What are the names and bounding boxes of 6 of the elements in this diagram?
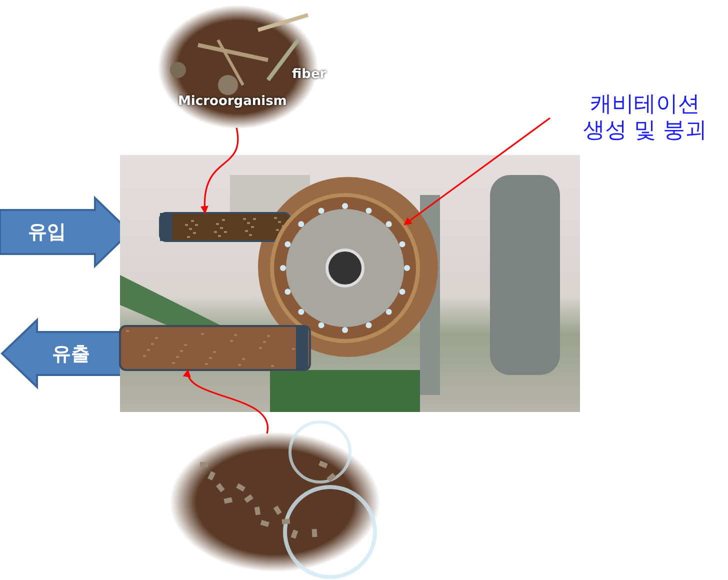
callout-label: 캐비테이션 생성 및 붕괴: [582, 92, 708, 144]
leader-line: [200, 128, 239, 214]
flow-label: 유입: [28, 220, 66, 245]
flow-label: 유출: [52, 342, 90, 366]
leader-line: [404, 117, 550, 226]
leader-line: [184, 369, 268, 434]
